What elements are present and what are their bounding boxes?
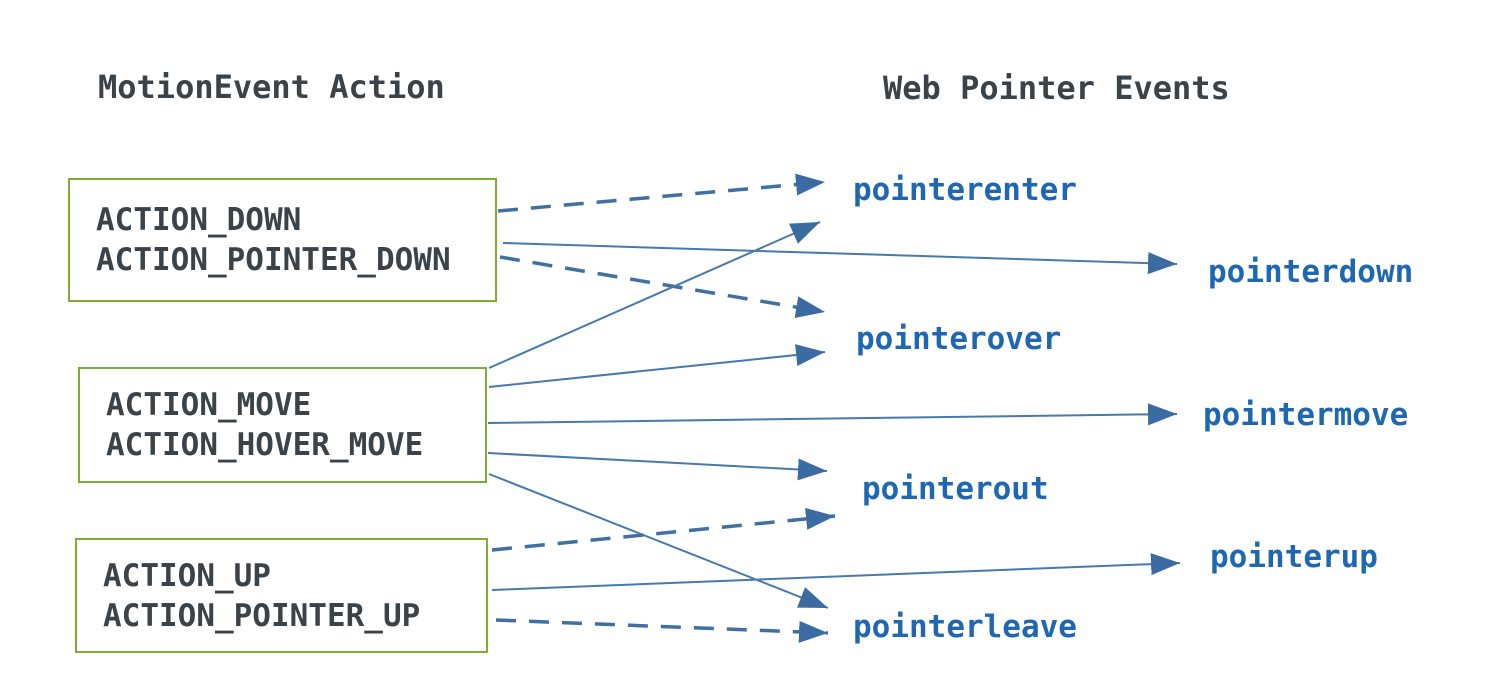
arrow-action_move-to-pointerleave xyxy=(488,473,829,609)
arrow-action_up-to-pointerup xyxy=(491,553,1181,591)
event-pointerdown: pointerdown xyxy=(1208,254,1414,290)
arrow-action_up-to-pointerout xyxy=(491,507,836,552)
box-action-move: ACTION_MOVE ACTION_HOVER_MOVE xyxy=(78,367,487,483)
column-header-motionevent-action: MotionEvent Action xyxy=(98,68,445,106)
box-action-down: ACTION_DOWN ACTION_POINTER_DOWN xyxy=(68,178,497,302)
box-action-down-line-1: ACTION_DOWN xyxy=(96,202,302,238)
box-action-move-line-2: ACTION_HOVER_MOVE xyxy=(106,427,424,463)
box-action-up-line-1: ACTION_UP xyxy=(103,557,271,594)
event-pointerover: pointerover xyxy=(856,321,1062,357)
box-action-move-line-1: ACTION_MOVE xyxy=(106,387,312,423)
arrow-action_move-to-pointerover xyxy=(488,344,826,388)
column-header-web-pointer-events: Web Pointer Events xyxy=(883,69,1230,107)
box-action-up: ACTION_UP ACTION_POINTER_UP xyxy=(75,538,488,653)
event-pointerleave: pointerleave xyxy=(853,609,1077,645)
arrow-action_move-to-pointermove xyxy=(487,403,1178,426)
arrow-action_move-to-pointerout xyxy=(487,452,828,481)
event-pointermove: pointermove xyxy=(1203,397,1409,433)
event-pointerup: pointerup xyxy=(1210,539,1378,575)
box-action-up-line-2: ACTION_POINTER_UP xyxy=(103,597,421,634)
arrow-action_down-to-pointerenter xyxy=(497,173,826,213)
arrow-action_down-to-pointerdown xyxy=(502,242,1178,275)
arrow-action_down-to-pointerover xyxy=(499,255,826,319)
event-pointerout: pointerout xyxy=(862,471,1049,507)
arrow-action_move-to-pointerenter xyxy=(488,221,821,369)
arrow-action_up-to-pointerleave xyxy=(495,618,829,643)
event-pointerenter: pointerenter xyxy=(853,172,1077,208)
box-action-down-line-2: ACTION_POINTER_DOWN xyxy=(96,242,451,278)
